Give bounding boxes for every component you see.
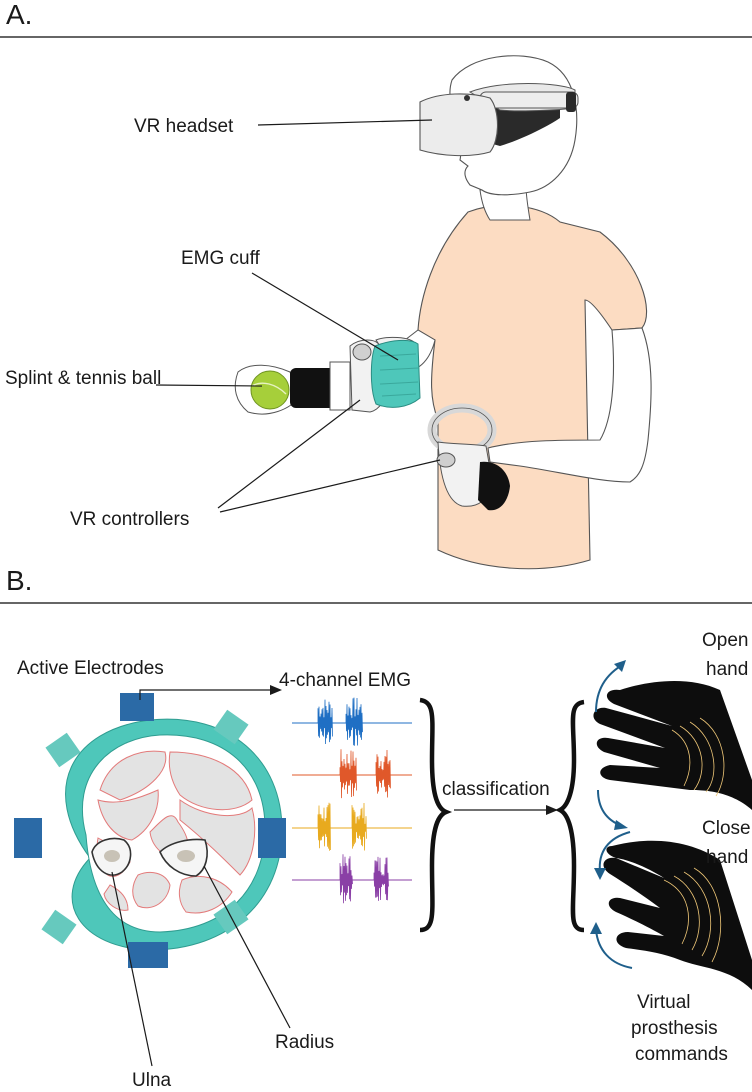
- electrode: [14, 818, 42, 858]
- classification-label: classification: [442, 779, 550, 800]
- electrode-pad: [213, 709, 249, 745]
- emg-cuff-label: EMG cuff: [181, 248, 261, 269]
- classification-arrow-head: [546, 805, 558, 815]
- electrode-to-emg-arrow: [139, 689, 270, 700]
- open-hand-illustration: [593, 660, 752, 830]
- close-hand-illustration: [590, 831, 752, 990]
- commands-label-2: prosthesis: [631, 1018, 718, 1039]
- person-illustration: [234, 55, 652, 570]
- emg-burst: [345, 697, 363, 746]
- panel-a-label: A.: [6, 0, 32, 30]
- emg-burst: [339, 854, 353, 904]
- right-arm: [487, 327, 652, 483]
- emg-burst: [373, 856, 389, 901]
- radius-label: Radius: [275, 1032, 334, 1053]
- vr-headset: [419, 83, 579, 157]
- arrow-head: [614, 660, 626, 672]
- panel-b-label: B.: [6, 565, 32, 596]
- arrow-head: [590, 922, 602, 934]
- electrode-pad: [41, 909, 77, 945]
- arrow-head: [594, 868, 606, 880]
- splint-leader: [155, 384, 263, 387]
- close-hand-label-2: hand: [706, 847, 748, 868]
- open-hand: [593, 680, 752, 810]
- radius-leader: [203, 865, 291, 1029]
- arrow-head: [614, 820, 628, 830]
- open-arrow-down-icon: [597, 789, 623, 827]
- commands-brace: [554, 699, 585, 933]
- emg-title: 4-channel EMG: [279, 670, 411, 691]
- controllers-leader-left: [217, 399, 361, 509]
- headset-visor: [419, 93, 499, 157]
- commands-label-3: commands: [635, 1044, 728, 1065]
- open-hand-label-1: Open: [702, 630, 748, 651]
- close-hand: [603, 840, 752, 990]
- commands-label-1: Virtual: [637, 992, 691, 1013]
- active-electrodes-label: Active Electrodes: [17, 658, 164, 679]
- controllers-leader-right: [219, 459, 441, 513]
- ulna-leader: [111, 871, 153, 1067]
- electrode-pad: [45, 732, 81, 768]
- emg-traces: [292, 697, 412, 904]
- close-arrow-down-icon: [598, 831, 631, 873]
- emg-brace: [419, 697, 453, 933]
- arrow-head: [270, 685, 282, 695]
- splint-label: Splint & tennis ball: [5, 368, 161, 389]
- close-arrow-up-icon: [595, 929, 633, 969]
- muscle-groups: [96, 750, 256, 914]
- electrode: [258, 818, 286, 858]
- emg-burst: [339, 749, 357, 799]
- emg-burst: [317, 802, 331, 851]
- vr-controllers-label: VR controllers: [70, 509, 189, 530]
- right-vr-controller: [427, 403, 510, 511]
- ulna-label: Ulna: [132, 1070, 172, 1091]
- left-hand-splint: [234, 361, 351, 415]
- emg-cuff: [370, 339, 421, 408]
- vr-headset-leader: [257, 119, 433, 126]
- emg-burst: [375, 749, 391, 798]
- close-hand-label-1: Close: [702, 818, 751, 839]
- forearm-cross-section: [14, 693, 286, 968]
- electrode: [120, 693, 154, 721]
- vr-headset-label: VR headset: [134, 116, 234, 137]
- emg-burst: [351, 802, 367, 851]
- tennis-ball: [250, 370, 290, 410]
- open-hand-label-2: hand: [706, 659, 748, 680]
- emg-burst: [317, 699, 333, 745]
- active-electrodes-group: [14, 693, 286, 968]
- electrode: [128, 942, 168, 968]
- emg-cuff-leader: [251, 272, 399, 361]
